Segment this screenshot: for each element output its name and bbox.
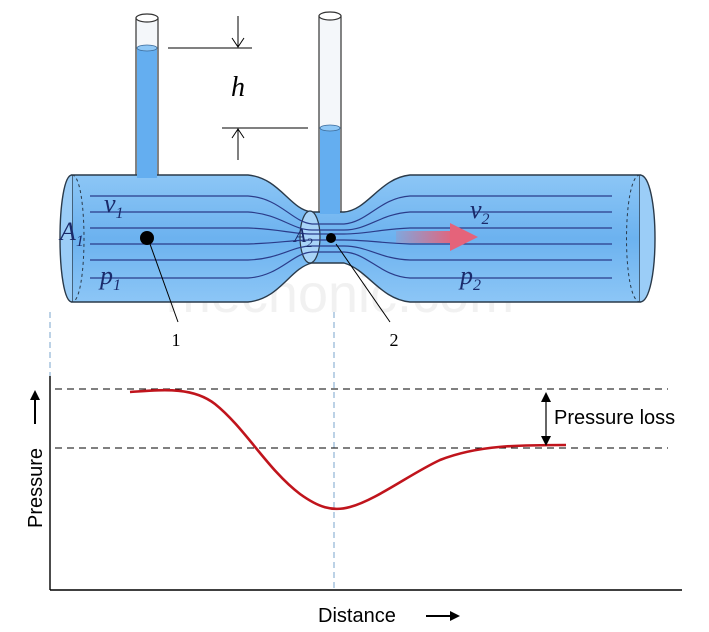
- height-dimension: h: [168, 16, 308, 160]
- v2-label: v2: [470, 195, 490, 228]
- p1-label: p1: [98, 261, 121, 294]
- pressure-curve: [129, 388, 567, 511]
- y-axis-label: Pressure: [25, 448, 47, 528]
- pressure-loss-indicator: [541, 392, 551, 446]
- point-2-marker: [326, 233, 336, 243]
- point-1-marker: [140, 231, 154, 245]
- v1-label: v1: [104, 189, 124, 222]
- point-1-label: 1: [172, 330, 181, 350]
- manometer-tube-1: [135, 13, 159, 179]
- pressure-loss-label: Pressure loss: [554, 407, 675, 429]
- point-2-leader: [335, 243, 391, 323]
- point-2-label: 2: [390, 330, 399, 350]
- height-label: h: [231, 72, 245, 103]
- y-axis-arrow: [30, 390, 40, 424]
- venturi-pipe: [59, 160, 656, 303]
- a1-label: A1: [58, 217, 84, 250]
- a2-label: A2: [292, 225, 313, 250]
- flow-arrow: [396, 223, 478, 251]
- x-axis-arrow: [426, 611, 460, 621]
- pressure-chart: Pressure loss Pressure Distance: [25, 376, 682, 627]
- p2-label: p2: [458, 261, 481, 294]
- x-axis-label: Distance: [318, 605, 396, 627]
- manometer-tube-2: [318, 11, 342, 217]
- point-1-leader: [149, 243, 179, 323]
